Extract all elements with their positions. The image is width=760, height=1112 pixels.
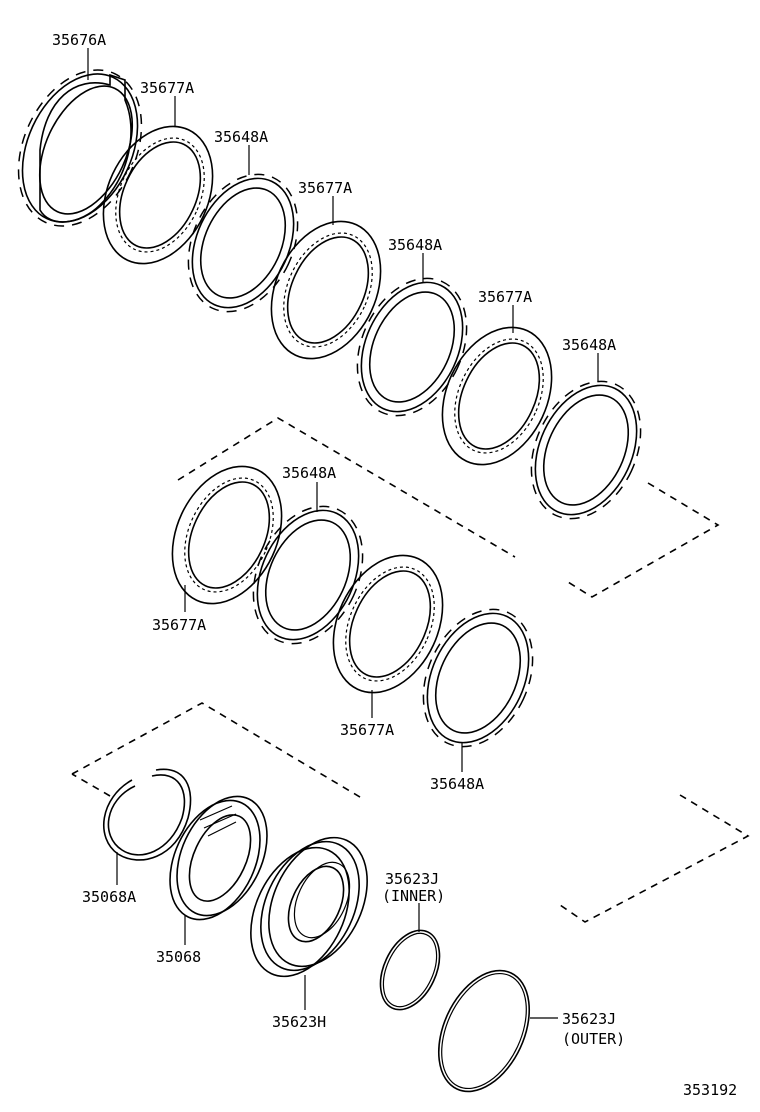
group-boundary-lower bbox=[71, 702, 750, 923]
friction-disc-35677A-3 bbox=[441, 326, 553, 466]
steel-plate-35648A-2 bbox=[356, 277, 468, 417]
friction-disc-35677A-4 bbox=[171, 465, 283, 605]
label-35623J-outer: 35623J bbox=[562, 1010, 616, 1028]
friction-disc-35677A-5 bbox=[332, 554, 444, 694]
label-35623J-inner: 35623J bbox=[385, 870, 439, 888]
friction-disc-35677A-2 bbox=[270, 220, 382, 360]
leader-lines bbox=[87, 48, 599, 1019]
diagram-id: 353192 bbox=[683, 1081, 737, 1099]
label-35068A: 35068A bbox=[82, 888, 136, 906]
label-35648A-4: 35648A bbox=[282, 464, 336, 482]
label-35677A-4: 35677A bbox=[152, 616, 206, 634]
steel-plate-35648A-4 bbox=[252, 505, 364, 645]
steel-plate-35648A-3 bbox=[530, 380, 642, 520]
label-35677A-3: 35677A bbox=[478, 288, 532, 306]
label-35648A-5: 35648A bbox=[430, 775, 484, 793]
steel-plate-35648A-5 bbox=[422, 608, 534, 748]
label-35648A-3: 35648A bbox=[562, 336, 616, 354]
piston-35068 bbox=[169, 795, 268, 921]
label-35677A-1: 35677A bbox=[140, 79, 194, 97]
friction-disc-35677A-1 bbox=[102, 125, 214, 265]
o-ring-35623J-inner bbox=[379, 929, 441, 1011]
label-outer-note: (OUTER) bbox=[562, 1030, 625, 1048]
label-inner-note: (INNER) bbox=[382, 887, 445, 905]
steel-plate-35648A-1 bbox=[187, 173, 299, 313]
o-ring-35623J-outer bbox=[437, 969, 531, 1093]
label-35068: 35068 bbox=[156, 948, 201, 966]
drum-35623H bbox=[250, 836, 368, 978]
label-35623H: 35623H bbox=[272, 1013, 326, 1031]
group-boundary-middle bbox=[177, 417, 720, 598]
label-35648A-1: 35648A bbox=[214, 128, 268, 146]
label-35676A: 35676A bbox=[52, 31, 106, 49]
label-35648A-2: 35648A bbox=[388, 236, 442, 254]
snap-ring-35068A bbox=[103, 768, 192, 861]
label-35677A-2: 35677A bbox=[298, 179, 352, 197]
label-35677A-5: 35677A bbox=[340, 721, 394, 739]
